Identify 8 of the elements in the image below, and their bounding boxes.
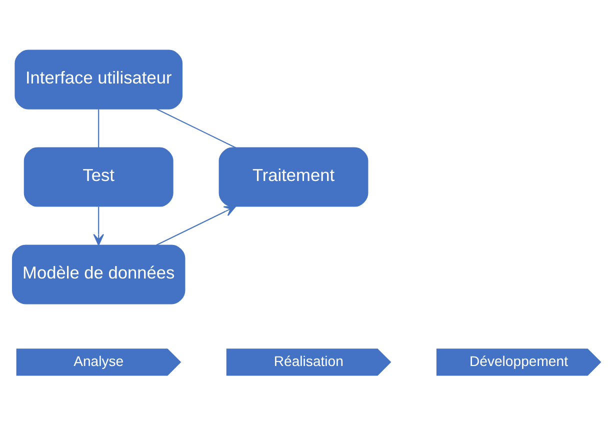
node-box: Interface utilisateur: [14, 49, 183, 109]
node-box: Test: [24, 146, 174, 206]
node-box: Modèle de données: [12, 244, 186, 304]
node-box: Traitement: [218, 146, 368, 206]
arrow: [156, 205, 236, 246]
connector: [156, 108, 236, 148]
connector: [98, 108, 100, 148]
arrow: [93, 206, 104, 246]
